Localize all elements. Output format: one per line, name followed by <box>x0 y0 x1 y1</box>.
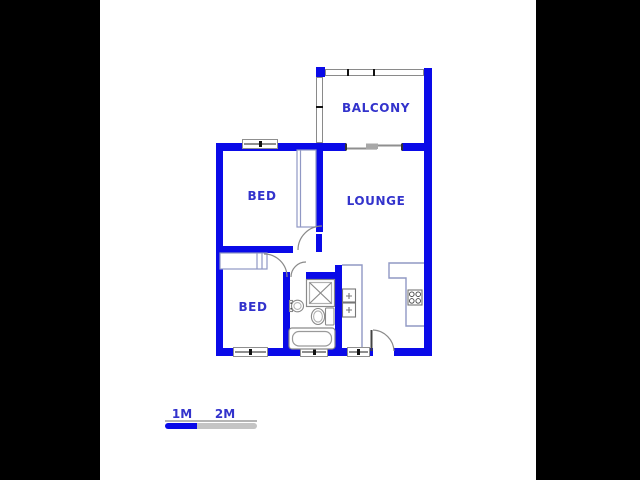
bed-bottom-label: BED <box>238 300 268 314</box>
wall-top-right <box>402 143 424 151</box>
window-kitchen <box>347 347 370 357</box>
kitchen-counter <box>342 262 424 347</box>
letterbox-left <box>0 0 100 480</box>
scale-2m-label: 2M <box>214 407 236 421</box>
scale-bar-2m-segment <box>197 423 257 429</box>
wall-kitchen <box>335 265 342 356</box>
stove-fixture <box>407 289 423 306</box>
window-tick <box>249 349 252 355</box>
bathtub-fixture <box>288 327 336 350</box>
wall-right <box>424 68 432 356</box>
balcony-railing-left <box>316 77 323 143</box>
bed-top-label: BED <box>247 189 277 203</box>
kitchen-sink-fixture <box>341 288 357 318</box>
window-tick <box>312 349 316 355</box>
scale-bar-topline <box>165 420 257 422</box>
wall-bottom-right <box>394 348 432 356</box>
basin-fixture <box>288 299 305 313</box>
bed-top-door-arc <box>297 225 323 251</box>
wall-bed-bottom <box>216 246 293 253</box>
wardrobe-fixture <box>296 149 317 228</box>
wall-bed-lounge-divider <box>316 143 323 232</box>
scale-1m-label: 1M <box>171 407 193 421</box>
window-bed-bottom <box>233 347 268 357</box>
bed-bottom-door-arc <box>263 253 288 278</box>
railing-tick <box>373 69 375 76</box>
wall-top-left <box>216 143 346 151</box>
wall-shower-top <box>306 272 342 279</box>
letterbox-right <box>536 0 640 480</box>
door-arcs <box>263 225 395 352</box>
entry-door-arc <box>372 329 395 352</box>
railing-tick <box>347 69 349 76</box>
scale-bar-1m-segment <box>165 423 197 429</box>
window-tick <box>357 349 360 355</box>
bed-door-leaf <box>316 234 322 252</box>
toilet-fixture <box>310 307 335 326</box>
sliding-door <box>345 143 403 151</box>
shower-fixture <box>305 278 336 308</box>
railing-tick <box>316 106 323 108</box>
bathroom-door-arc <box>290 261 307 278</box>
cupboard-fixture <box>219 252 268 270</box>
balcony-label: BALCONY <box>341 101 411 115</box>
wall-bathroom-left <box>283 272 290 356</box>
lounge-label: LOUNGE <box>346 194 406 208</box>
window-tick <box>258 141 262 147</box>
wall-bottom-left <box>216 348 373 356</box>
wall-balcony-post <box>316 67 325 77</box>
window-bed-top <box>242 139 278 149</box>
